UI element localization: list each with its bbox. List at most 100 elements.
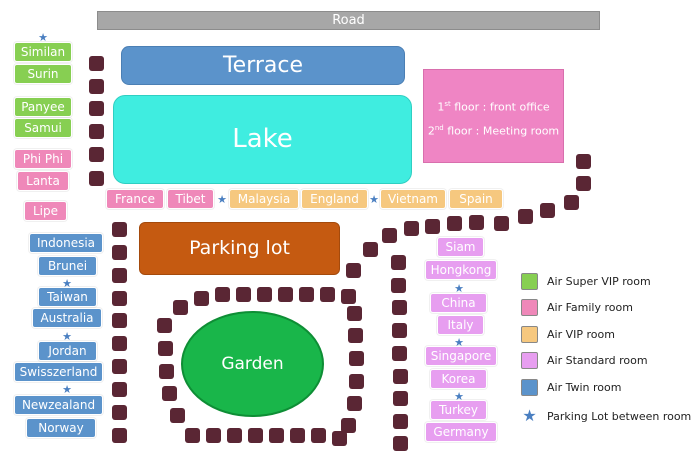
hedge-block	[257, 287, 272, 302]
room-jordan: Jordan	[38, 341, 97, 361]
hedge-block	[347, 306, 362, 321]
room-siam: Siam	[437, 237, 484, 257]
hedge-block	[278, 287, 293, 302]
hedge-block	[89, 79, 104, 94]
star-icon: ★	[62, 330, 72, 343]
legend-label-family: Air Family room	[547, 301, 633, 314]
room-tibet: Tibet	[167, 189, 214, 209]
legend-label-parking: Parking Lot between room	[547, 410, 692, 423]
room-surin: Surin	[14, 64, 72, 84]
room-korea: Korea	[430, 369, 487, 389]
hedge-block	[469, 215, 484, 230]
hedge-block	[112, 336, 127, 351]
hedge-block	[112, 428, 127, 443]
hedge-block	[349, 374, 364, 389]
hedge-block	[299, 287, 314, 302]
room-australia: Australia	[32, 308, 102, 328]
hedge-block	[425, 219, 440, 234]
star-icon: ★	[217, 193, 227, 206]
hedge-block	[494, 216, 509, 231]
hedge-block	[392, 346, 407, 361]
hedge-block	[518, 209, 533, 224]
hedge-block	[194, 291, 209, 306]
star-icon: ★	[369, 193, 379, 206]
legend-swatch-family	[521, 299, 538, 316]
parking-lot: Parking lot	[139, 222, 340, 275]
room-china: China	[430, 293, 487, 313]
hedge-block	[348, 328, 363, 343]
room-lipe: Lipe	[24, 201, 67, 221]
hedge-block	[112, 268, 127, 283]
room-swisszerland: Swisszerland	[14, 362, 103, 382]
hedge-block	[112, 382, 127, 397]
hedge-block	[112, 291, 127, 306]
hedge-block	[576, 154, 591, 169]
hedge-block	[112, 359, 127, 374]
hedge-block	[248, 428, 263, 443]
hedge-block	[341, 289, 356, 304]
hedge-block	[392, 323, 407, 338]
room-norway: Norway	[26, 418, 96, 438]
legend-swatch-vip	[521, 326, 538, 343]
hedge-block	[382, 228, 397, 243]
hedge-block	[576, 176, 591, 191]
legend-label-twin: Air Twin room	[547, 381, 622, 394]
star-icon: ★	[62, 277, 72, 290]
legend-swatch-standard	[521, 352, 538, 369]
room-vietnam: Vietnam	[380, 189, 446, 209]
star-icon: ★	[454, 282, 464, 295]
hedge-block	[404, 221, 419, 236]
hedge-block	[393, 391, 408, 406]
room-lanta: Lanta	[17, 171, 69, 191]
star-icon: ★	[62, 383, 72, 396]
hedge-block	[311, 428, 326, 443]
hedge-block	[158, 341, 173, 356]
hedge-block	[564, 195, 579, 210]
hedge-block	[341, 418, 356, 433]
legend-swatch-super-vip	[521, 273, 538, 290]
room-singapore: Singapore	[425, 346, 497, 366]
hedge-block	[227, 428, 242, 443]
hedge-block	[206, 428, 221, 443]
hedge-block	[112, 313, 127, 328]
hedge-block	[89, 101, 104, 116]
star-icon: ★	[454, 336, 464, 349]
legend-label-vip: Air VIP room	[547, 328, 615, 341]
hedge-block	[320, 287, 335, 302]
hedge-block	[391, 278, 406, 293]
room-phi-phi: Phi Phi	[14, 149, 72, 169]
hedge-block	[349, 351, 364, 366]
hedge-block	[540, 203, 555, 218]
room-newzealand: Newzealand	[14, 395, 103, 415]
room-france: France	[106, 189, 164, 209]
star-icon: ★	[522, 406, 537, 425]
hedge-block	[393, 369, 408, 384]
garden: Garden	[181, 311, 324, 417]
star-icon: ★	[38, 31, 48, 44]
legend-label-standard: Air Standard room	[547, 354, 648, 367]
legend-swatch-twin	[521, 379, 538, 396]
room-panyee: Panyee	[14, 97, 72, 117]
hedge-block	[170, 408, 185, 423]
room-england: England	[301, 189, 368, 209]
hedge-block	[215, 287, 230, 302]
hedge-block	[162, 386, 177, 401]
hedge-block	[363, 242, 378, 257]
star-icon: ★	[454, 390, 464, 403]
hedge-block	[393, 436, 408, 451]
hedge-block	[392, 300, 407, 315]
room-samui: Samui	[14, 118, 72, 138]
hedge-block	[236, 287, 251, 302]
hedge-block	[157, 318, 172, 333]
hedge-block	[393, 414, 408, 429]
hedge-block	[185, 428, 200, 443]
hedge-block	[112, 245, 127, 260]
hedge-block	[89, 124, 104, 139]
hedge-block	[89, 147, 104, 162]
lake: Lake	[113, 95, 412, 184]
room-indonesia: Indonesia	[29, 233, 103, 253]
hedge-block	[112, 405, 127, 420]
hedge-block	[346, 263, 361, 278]
hedge-block	[391, 255, 406, 270]
hedge-block	[89, 171, 104, 186]
